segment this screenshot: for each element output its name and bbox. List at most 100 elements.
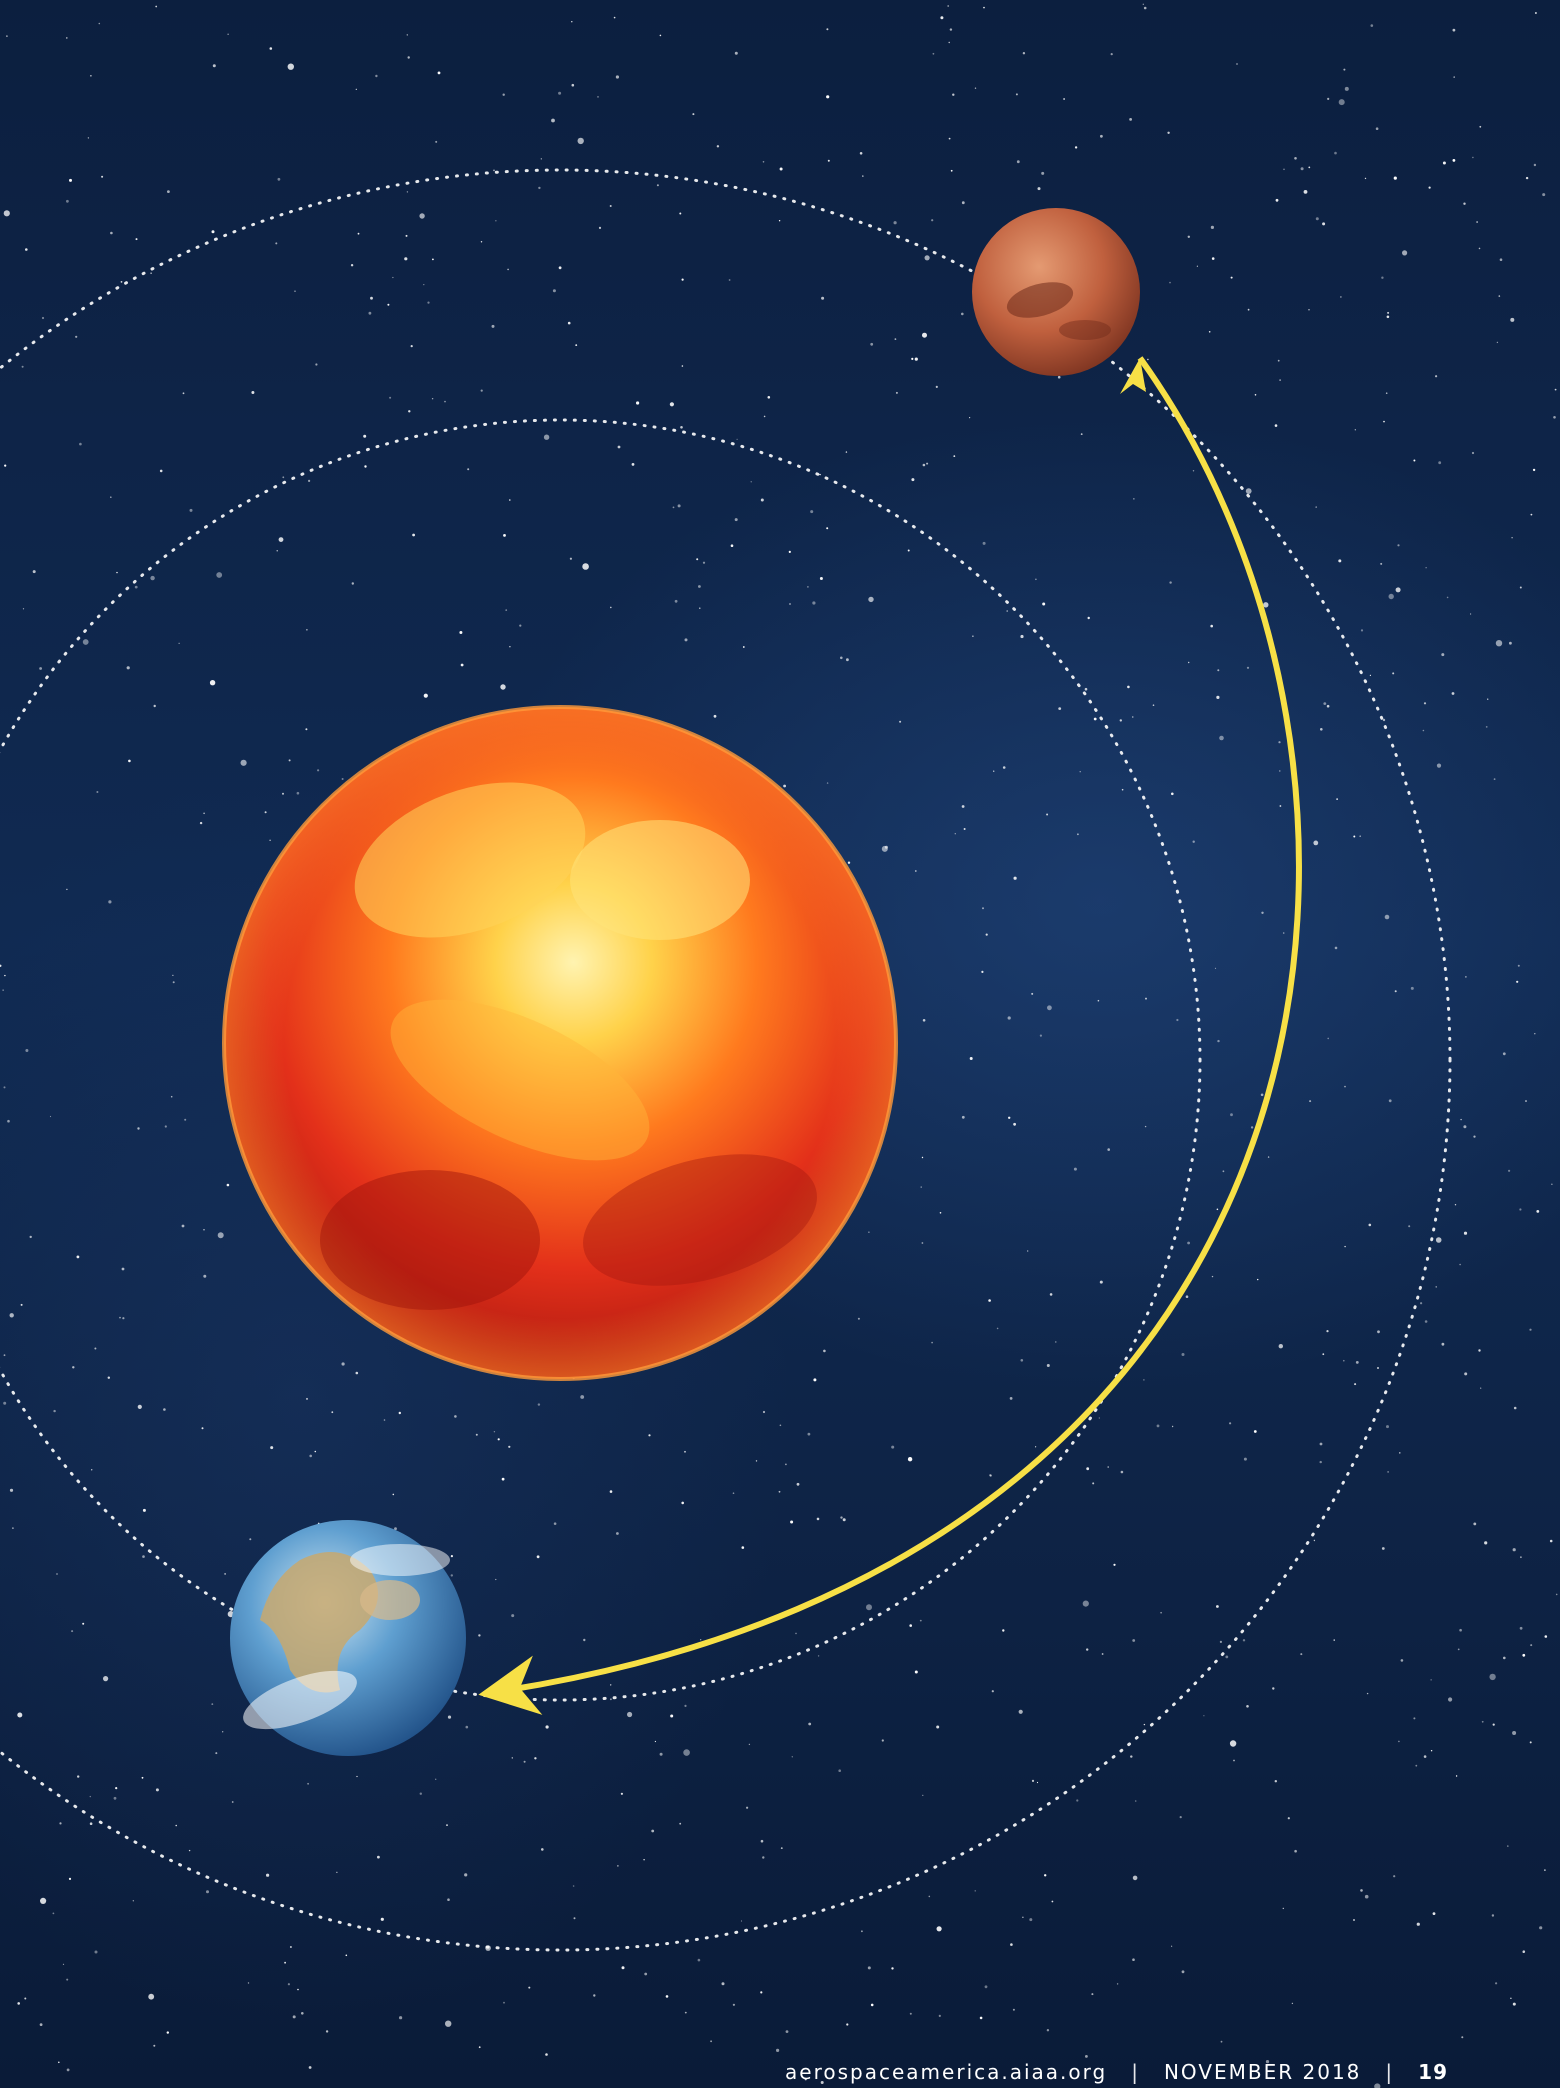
star — [734, 51, 738, 55]
star — [1041, 171, 1045, 175]
star — [823, 1349, 826, 1353]
star — [1377, 1330, 1380, 1334]
star — [1236, 63, 1238, 65]
star — [1530, 513, 1533, 516]
star — [577, 137, 584, 145]
star — [571, 83, 575, 87]
star — [495, 1578, 497, 1581]
star — [1423, 702, 1427, 705]
star — [1143, 1379, 1145, 1381]
star — [795, 1632, 797, 1635]
star — [842, 1518, 846, 1522]
star — [1037, 187, 1041, 191]
star — [90, 75, 92, 77]
star — [826, 527, 829, 530]
star — [137, 1404, 142, 1409]
star — [1428, 186, 1431, 189]
website-link[interactable]: aerospaceamerica.aiaa.org — [785, 2060, 1108, 2084]
star — [325, 2030, 329, 2033]
star — [1368, 1223, 1372, 1227]
star — [867, 1966, 871, 1970]
star — [819, 577, 823, 580]
star — [17, 2002, 21, 2005]
star — [500, 684, 506, 690]
star — [804, 2078, 807, 2081]
star — [71, 1630, 74, 1633]
star — [1214, 967, 1217, 970]
page-footer: aerospaceamerica.aiaa.org | NOVEMBER 201… — [785, 2060, 1448, 2084]
star — [710, 2040, 712, 2043]
star — [569, 557, 573, 560]
star — [49, 1115, 52, 1118]
star — [762, 161, 765, 163]
star — [1091, 1993, 1094, 1996]
star — [315, 363, 318, 366]
star — [541, 1848, 544, 1851]
star — [287, 63, 294, 70]
star — [924, 255, 930, 261]
star — [447, 1715, 452, 1719]
star — [1006, 610, 1008, 612]
star — [203, 1274, 207, 1278]
star — [3, 1401, 7, 1405]
star — [615, 75, 620, 79]
star — [1187, 1241, 1190, 1245]
star — [350, 264, 354, 267]
star — [1097, 999, 1100, 1002]
star — [597, 96, 599, 98]
star — [648, 1434, 651, 1437]
star — [972, 635, 974, 637]
star — [1360, 1889, 1363, 1892]
star — [1397, 544, 1400, 547]
star — [1225, 1655, 1229, 1659]
star — [974, 1890, 976, 1892]
star — [1473, 1135, 1476, 1138]
star — [56, 1573, 58, 1575]
star — [351, 582, 354, 585]
star — [1509, 641, 1512, 645]
star — [914, 1670, 918, 1674]
star — [12, 1527, 14, 1529]
star — [278, 537, 284, 542]
star — [1253, 1430, 1257, 1433]
star — [1247, 308, 1250, 311]
star — [1031, 1779, 1035, 1782]
star — [266, 1873, 270, 1877]
star — [1432, 1912, 1436, 1915]
star — [505, 609, 508, 611]
star — [120, 281, 123, 283]
star — [1127, 685, 1130, 689]
star — [406, 191, 409, 193]
star — [1046, 2029, 1050, 2032]
star — [1145, 997, 1147, 1000]
star — [9, 1488, 14, 1492]
star — [573, 1917, 576, 1920]
star — [672, 506, 675, 509]
star — [654, 1740, 657, 1743]
star — [1051, 1900, 1054, 1903]
star — [480, 389, 483, 392]
star — [1120, 1470, 1124, 1474]
star — [164, 1125, 167, 1128]
star — [284, 1961, 286, 1964]
star — [1344, 86, 1349, 91]
star — [1344, 1245, 1346, 1248]
star — [1049, 1293, 1053, 1296]
star — [988, 1299, 991, 1302]
star — [447, 1898, 450, 1901]
star — [1402, 250, 1408, 256]
star — [314, 1450, 317, 1453]
star — [846, 658, 849, 662]
star — [108, 900, 112, 904]
star — [1544, 1869, 1546, 1871]
star — [907, 1457, 913, 1462]
star — [269, 47, 273, 50]
star — [132, 1900, 134, 1902]
star — [1517, 964, 1520, 967]
star — [1459, 1628, 1462, 1632]
star — [432, 258, 434, 261]
star — [961, 312, 964, 316]
star — [25, 1049, 29, 1052]
mars-orbit — [0, 168, 1452, 1952]
